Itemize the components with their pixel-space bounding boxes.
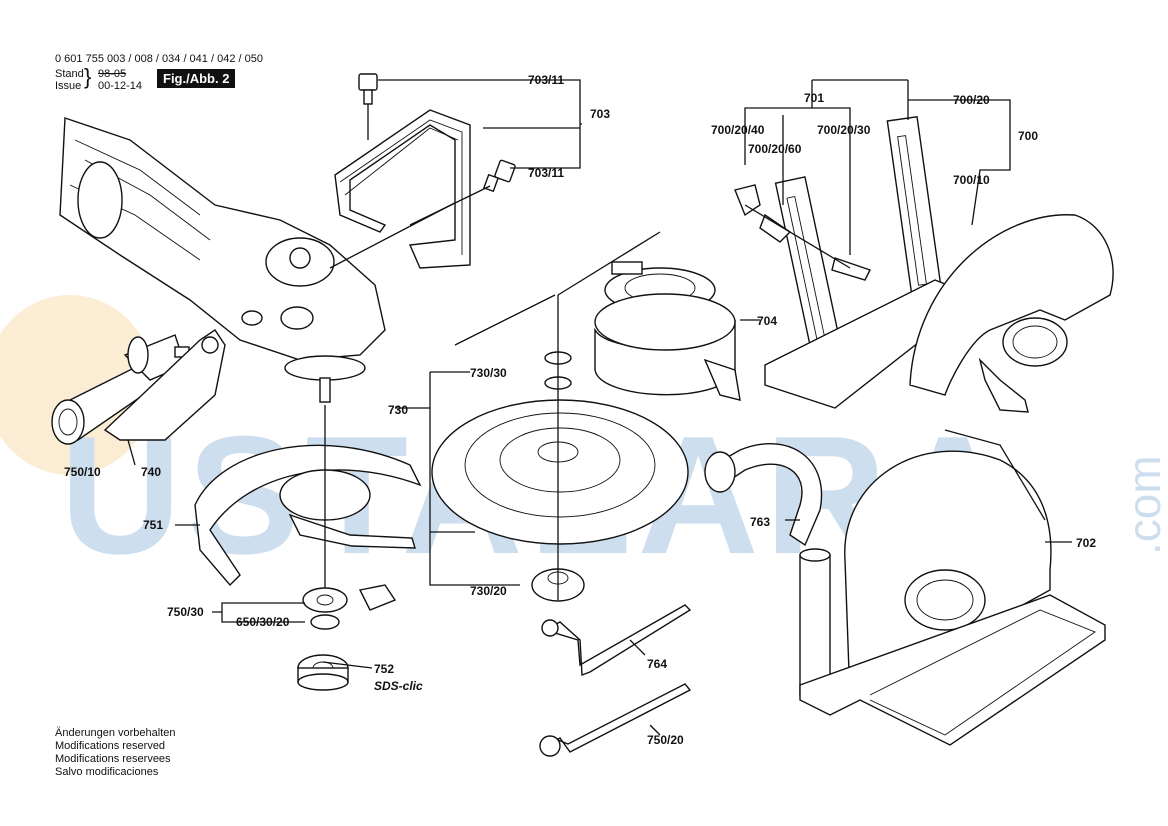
label-750-10: 750/10 [64, 465, 101, 479]
label-701: 701 [804, 91, 824, 105]
label-750-30: 750/30 [167, 605, 204, 619]
wrenches-764-750-20 [539, 604, 692, 757]
label-702: 702 [1076, 536, 1096, 550]
footer-note-fr: Modifications reservees [55, 753, 171, 765]
label-700-20: 700/20 [953, 93, 990, 107]
new-date: 00-12-14 [98, 80, 143, 92]
issue-label: Issue [55, 80, 82, 92]
part-labels: 703/11 703 703/11 701 700/20 700/20/40 7… [64, 73, 1096, 747]
label-751: 751 [143, 518, 163, 532]
hose-763 [704, 443, 823, 547]
label-700-20-60: 700/20/60 [748, 142, 802, 156]
label-730-20: 730/20 [470, 584, 507, 598]
label-730-30: 730/30 [470, 366, 507, 380]
dust-hood-704 [594, 261, 741, 401]
angle-grinder-body [59, 117, 471, 403]
brace-glyph: } [84, 64, 92, 89]
figure-badge: Fig./Abb. 2 [157, 69, 236, 88]
side-handle-740 [51, 329, 226, 445]
label-703-11-bottom: 703/11 [528, 166, 564, 180]
label-650-30-20: 650/30/20 [236, 615, 290, 629]
label-703-11-top: 703/11 [528, 73, 564, 87]
label-730: 730 [388, 403, 408, 417]
label-700: 700 [1018, 129, 1038, 143]
protection-hood-700-10 [909, 214, 1114, 413]
part-numbers: 0 601 755 003 / 008 / 034 / 041 / 042 / … [55, 53, 263, 65]
label-703: 703 [590, 107, 610, 121]
label-750-20: 750/20 [647, 733, 684, 747]
guide-assembly-700 [734, 116, 961, 409]
footer-note-es: Salvo modificaciones [55, 766, 159, 778]
label-752: 752 [374, 662, 394, 676]
flanges-750-30-752 [297, 584, 397, 691]
callout-leaders [127, 79, 1072, 736]
watermark-suffix: .com [1118, 455, 1168, 555]
label-700-20-40: 700/20/40 [711, 123, 765, 137]
label-764: 764 [647, 657, 667, 671]
footer-notes: Änderungen vorbehalten Modifications res… [55, 727, 175, 779]
old-date: 98-05 [98, 68, 127, 80]
label-763: 763 [750, 515, 770, 529]
guard-751 [194, 405, 422, 600]
label-700-20-30: 700/20/30 [817, 123, 871, 137]
label-704: 704 [757, 314, 777, 328]
label-740: 740 [141, 465, 161, 479]
bow-handle-703 [334, 73, 516, 269]
footer-note-en: Modifications reserved [55, 740, 166, 752]
label-700-10: 700/10 [953, 173, 990, 187]
cutting-disc-730 [431, 295, 689, 602]
stand-label: Stand [55, 68, 84, 80]
label-sds-clic: SDS-clic [374, 679, 423, 693]
footer-note-de: Änderungen vorbehalten [55, 727, 176, 739]
cutting-guide-702 [799, 429, 1106, 746]
